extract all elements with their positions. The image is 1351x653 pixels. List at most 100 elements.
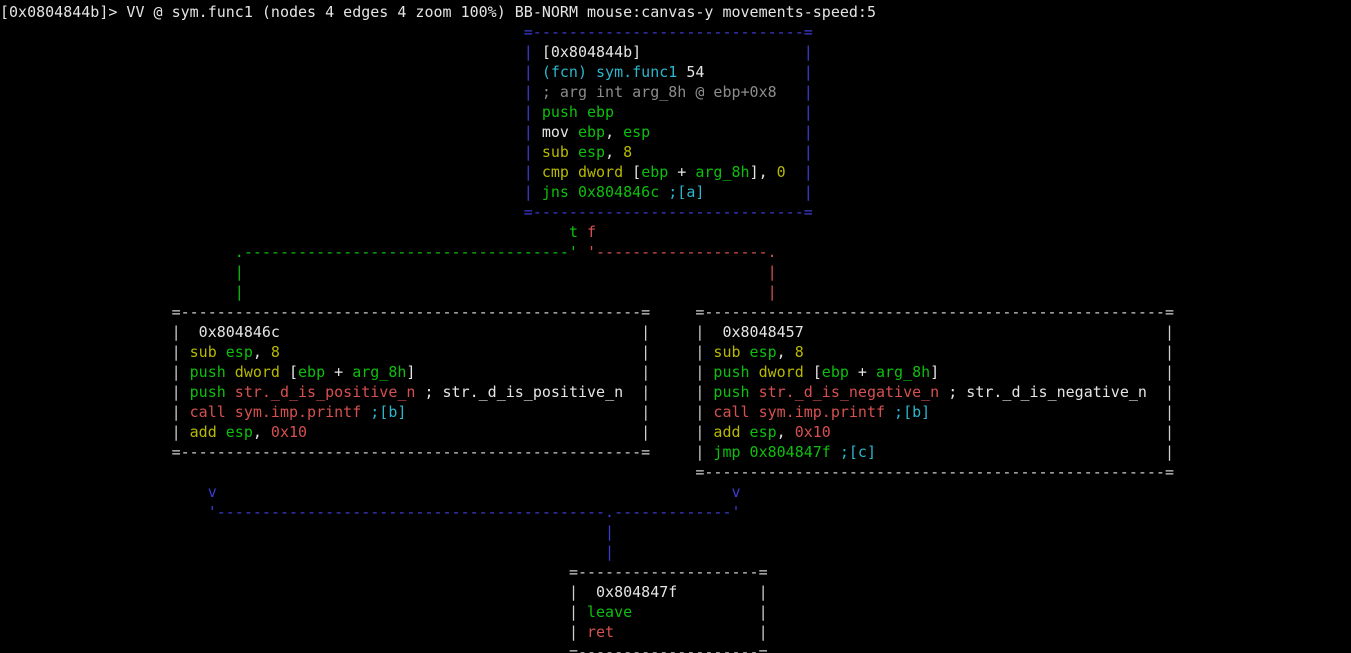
text-segment: arg_8h xyxy=(875,363,931,381)
text-segment: , xyxy=(252,423,271,441)
text-segment: =---------------------------------------… xyxy=(171,303,651,321)
text-segment: 8 xyxy=(794,343,804,361)
text-segment: | xyxy=(307,423,651,441)
edge-true-branch-bend: .------------------------------------' xyxy=(235,242,578,262)
text-segment: push xyxy=(713,383,759,401)
edge-false-branch-stem-2: | xyxy=(768,282,777,302)
text-segment: jns xyxy=(541,183,578,201)
asm-line: | cmp dword [ebp + arg_8h], 0 | xyxy=(524,162,813,182)
text-segment: | xyxy=(632,603,768,621)
text-segment: | xyxy=(803,343,1174,361)
asm-line: | sub esp, 8 | xyxy=(524,142,813,162)
text-segment: | xyxy=(171,423,190,441)
text-segment: | xyxy=(767,263,777,281)
edge-false-branch-bend: '-------------------. xyxy=(587,242,777,262)
text-segment: =---------------------------------------… xyxy=(695,303,1174,321)
text-segment: 8 xyxy=(623,143,633,161)
text-segment: | xyxy=(605,543,615,561)
text-segment: [ xyxy=(288,363,299,381)
text-segment: | xyxy=(677,583,768,601)
text-segment: | xyxy=(875,443,1174,461)
text-segment: 54 xyxy=(677,63,705,81)
text-segment: | xyxy=(930,403,1175,421)
text-segment: ] xyxy=(749,163,759,181)
text-segment: | xyxy=(171,383,190,401)
asm-line: | ; arg int arg_8h @ ebp+0x8 | xyxy=(524,82,813,102)
text-segment: | xyxy=(415,363,651,381)
text-segment: [0x804844b] xyxy=(541,43,642,61)
text-segment: dword xyxy=(577,163,633,181)
asm-line: | (fcn) sym.func1 54 | xyxy=(524,62,813,82)
text-segment: | xyxy=(830,423,1174,441)
text-segment: =---------------------------------------… xyxy=(695,463,1174,481)
text-segment: | xyxy=(785,163,813,181)
node-border-bottom: =---------------------------------------… xyxy=(172,442,651,462)
asm-line: | jmp 0x804847f ;[c] | xyxy=(695,442,1174,462)
text-segment: | xyxy=(767,283,777,301)
text-segment: ebp xyxy=(641,163,669,181)
text-segment: | xyxy=(171,323,190,341)
text-segment: 0x804847f xyxy=(587,583,678,601)
text-segment: (fcn) sym.func1 xyxy=(541,63,678,81)
text-segment: , xyxy=(605,123,624,141)
text-segment: | xyxy=(523,83,542,101)
text-segment: , xyxy=(605,143,624,161)
text-segment: | xyxy=(171,343,190,361)
text-segment: | xyxy=(650,123,813,141)
asm-line: | sub esp, 8 | xyxy=(695,342,1174,362)
text-segment: | xyxy=(623,383,651,401)
text-segment: | xyxy=(279,343,651,361)
node-border-top: =---------------------------------------… xyxy=(172,302,651,322)
status-bar: [0x0804844b]> VV @ sym.func1 (nodes 4 ed… xyxy=(0,3,876,21)
text-segment: '-------------------. xyxy=(586,243,777,261)
text-segment: str._d_is_positive_n xyxy=(234,383,416,401)
text-segment: | xyxy=(605,523,615,541)
asm-line: | jns 0x804846c ;[a] | xyxy=(524,182,813,202)
asm-line: | call sym.imp.printf ;[b] | xyxy=(172,402,651,422)
asm-line: | 0x8048457 | xyxy=(695,322,1174,342)
text-segment: | xyxy=(568,583,587,601)
text-segment: ebp xyxy=(577,123,606,141)
text-segment: | xyxy=(632,143,813,161)
text-segment: | xyxy=(523,63,542,81)
text-segment: ; arg int arg_8h @ ebp+0x8 xyxy=(541,83,777,101)
text-segment: ;[b] xyxy=(361,403,407,421)
edge-merge-stem-2: | xyxy=(605,542,614,562)
text-segment: | xyxy=(523,143,542,161)
asm-line: | 0x804846c | xyxy=(172,322,651,342)
text-segment: , xyxy=(252,343,271,361)
text-segment: | xyxy=(695,423,714,441)
text-segment: esp xyxy=(225,343,253,361)
text-segment: | xyxy=(704,183,813,201)
text-segment: [ xyxy=(812,363,822,381)
asm-line: | push ebp | xyxy=(524,102,813,122)
text-segment: | xyxy=(523,163,542,181)
node-border-bottom: =------------------------------= xyxy=(524,202,813,222)
text-segment: jmp xyxy=(713,443,750,461)
text-segment: | xyxy=(614,623,768,641)
text-segment: ret xyxy=(587,623,615,641)
text-segment: | xyxy=(695,343,714,361)
text-segment: sub xyxy=(713,343,750,361)
text-segment: | xyxy=(614,103,813,121)
text-segment: + xyxy=(848,363,876,381)
text-segment: 0x10 xyxy=(270,423,308,441)
text-segment: | xyxy=(279,323,651,341)
text-segment: 0x804846c xyxy=(189,323,280,341)
text-segment: call xyxy=(189,403,235,421)
text-segment: ;[b] xyxy=(885,403,931,421)
text-segment: | xyxy=(1146,383,1175,401)
edge-false-branch-stem-1: | xyxy=(768,262,777,282)
text-segment: esp xyxy=(749,343,777,361)
text-segment: sym.imp.printf xyxy=(234,403,362,421)
edge-true-branch-label: t xyxy=(569,222,578,242)
edge-merge-stem-1: | xyxy=(605,522,614,542)
node-border-bottom: =---------------------------------------… xyxy=(695,462,1174,482)
asm-line: | call sym.imp.printf ;[b] | xyxy=(695,402,1174,422)
text-segment: | xyxy=(695,443,714,461)
edge-merge-line: '---------------------------------------… xyxy=(208,502,741,522)
asm-line: | mov ebp, esp | xyxy=(524,122,813,142)
text-segment: | xyxy=(523,123,542,141)
text-segment: esp xyxy=(749,423,777,441)
